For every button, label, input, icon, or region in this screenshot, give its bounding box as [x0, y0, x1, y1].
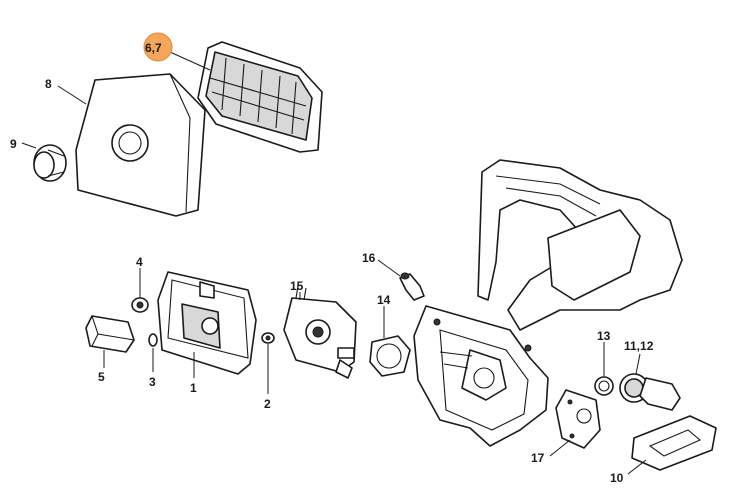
cover-knob-part[interactable] — [33, 144, 67, 182]
o-ring-part[interactable] — [148, 333, 158, 347]
seal-ring-part[interactable] — [594, 376, 614, 396]
callout-highlight-marker — [143, 32, 173, 62]
grommet-part[interactable] — [261, 332, 275, 344]
flange-part[interactable] — [631, 415, 717, 471]
carburetor-part[interactable] — [283, 285, 357, 379]
callout-14[interactable]: 14 — [377, 293, 391, 307]
engine-housing-part — [413, 159, 683, 447]
gasket-part[interactable] — [369, 335, 411, 377]
callout-3[interactable]: 3 — [149, 375, 156, 389]
callout-15[interactable]: 15 — [290, 279, 304, 293]
mounting-plate-part[interactable] — [555, 389, 601, 449]
callout-16[interactable]: 16 — [362, 251, 376, 265]
nut-part[interactable] — [131, 297, 149, 313]
filter-cover-part[interactable] — [75, 73, 206, 217]
callout-1[interactable]: 1 — [190, 381, 197, 395]
callout-9[interactable]: 9 — [10, 137, 17, 151]
callout-2[interactable]: 2 — [264, 397, 271, 411]
callout-17[interactable]: 17 — [531, 451, 545, 465]
air-filter-part[interactable] — [197, 41, 323, 153]
leader-lines — [21, 51, 647, 475]
callout-4[interactable]: 4 — [136, 255, 143, 269]
valve-part[interactable] — [399, 272, 425, 301]
callout-8[interactable]: 8 — [45, 77, 52, 91]
callout-11-12[interactable]: 11,12 — [624, 339, 654, 353]
callout-13[interactable]: 13 — [597, 329, 611, 343]
callout-10[interactable]: 10 — [610, 471, 624, 485]
intake-manifold-part[interactable] — [619, 373, 681, 411]
base-plate-part[interactable] — [157, 271, 257, 375]
filter-block-part[interactable] — [85, 315, 135, 353]
callout-5[interactable]: 5 — [98, 370, 105, 384]
callout-6-7[interactable]: 6,7 — [145, 41, 162, 55]
